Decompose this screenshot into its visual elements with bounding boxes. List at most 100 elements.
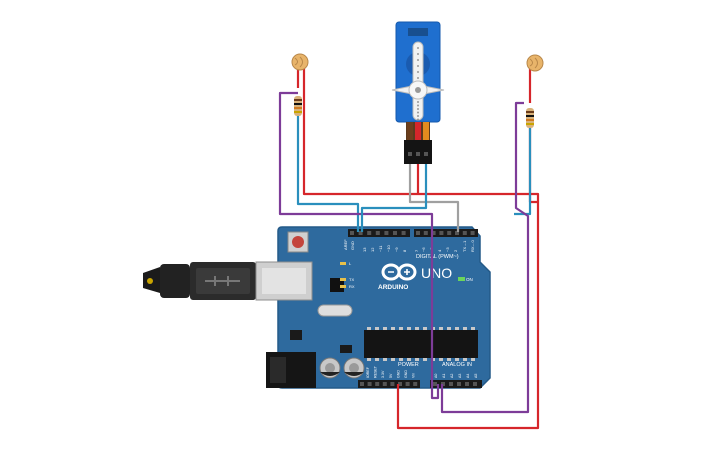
arduino-logo-icon (381, 263, 417, 281)
pin-hole[interactable] (360, 382, 364, 386)
power-pin-label: IOREF (366, 366, 370, 378)
wire-blue-right (514, 128, 532, 216)
digital-pin-label: 13 (362, 247, 367, 252)
pin-hole[interactable] (462, 231, 467, 235)
analog-header-label: ANALOG IN (442, 362, 472, 368)
power-led (458, 277, 465, 281)
gnd-label: GND (350, 241, 355, 250)
digital-pin-label: ~10 (386, 244, 391, 252)
pin-hole[interactable] (401, 231, 406, 235)
pin-hole[interactable] (405, 382, 410, 386)
capacitor-1 (319, 357, 341, 379)
power-pin-label: RESET (374, 365, 378, 378)
pin-hole[interactable] (465, 382, 469, 386)
digital-header-right (414, 229, 478, 237)
pin-hole[interactable] (390, 382, 395, 386)
analog-pin-label: A3 (458, 374, 462, 378)
pin-hole[interactable] (398, 382, 402, 386)
rx-led (340, 285, 346, 288)
resistor-left (294, 96, 302, 116)
model-label: UNO (421, 265, 452, 281)
wire-blue-gnd-left (296, 113, 360, 232)
l-led (340, 262, 346, 265)
power-pin-label: 5V (389, 373, 393, 378)
pin-hole[interactable] (423, 231, 428, 235)
pin-hole[interactable] (431, 231, 436, 235)
servo-horn[interactable] (391, 41, 445, 121)
analog-pin-label: A0 (434, 374, 438, 378)
power-pin-label: GND (396, 370, 400, 378)
reset-button-cap[interactable] (292, 236, 304, 248)
power-pin-label: GND (404, 370, 408, 378)
capacitor-2 (343, 357, 365, 379)
pin-hole[interactable] (350, 231, 354, 235)
pin-hole[interactable] (367, 231, 372, 235)
on-label: ON (466, 277, 473, 282)
power-pin-label: Vin (412, 373, 416, 378)
digital-pin-label: 8 (402, 249, 407, 252)
photoresistor-left (291, 53, 309, 71)
pin-hole[interactable] (384, 231, 389, 235)
pin-hole[interactable] (375, 382, 380, 386)
servo-motor (391, 21, 445, 164)
digital-pin-label: 2 (453, 249, 458, 252)
brand-label: ARDUINO (378, 284, 408, 291)
analog-pin-label: A2 (450, 374, 454, 378)
wire-purple-a1 (440, 101, 530, 414)
photoresistor-right (526, 54, 544, 72)
power-header (358, 380, 420, 388)
wire-blue-servo (360, 164, 428, 232)
pin-hole[interactable] (455, 231, 459, 235)
pin-hole[interactable] (375, 231, 380, 235)
power-pin-label: 3.3V (381, 370, 385, 378)
chip-pins (367, 327, 475, 361)
digital-pin-label: ~9 (394, 247, 399, 252)
usb-symbol-icon (205, 276, 240, 286)
power-header-label: POWER (398, 362, 419, 368)
pin-hole[interactable] (470, 231, 475, 235)
usb-cable (143, 262, 256, 300)
digital-pin-label: ~11 (378, 245, 383, 252)
digital-pin-label: TX→1 (462, 240, 467, 252)
tx-led-label: TX (349, 277, 354, 282)
pin-hole[interactable] (473, 382, 477, 386)
digital-pin-label: 12 (370, 247, 375, 252)
analog-pin-label: A4 (466, 374, 470, 378)
digital-pin-label: 7 (414, 249, 419, 252)
digital-pin-label: 4 (437, 249, 442, 252)
resistor-right (526, 108, 534, 128)
usb-plug-body (160, 264, 190, 298)
digital-pin-label: ~3 (445, 247, 450, 252)
pin-hole[interactable] (433, 382, 437, 386)
aref-label: AREF (343, 239, 348, 250)
rx-led-label: RX (349, 284, 355, 289)
usb-controller-chip (330, 278, 344, 292)
pin-hole[interactable] (447, 231, 452, 235)
pin-hole[interactable] (413, 382, 418, 386)
wire-purple-a0 (278, 91, 440, 400)
pin-hole[interactable] (416, 231, 420, 235)
l-led-label: L (349, 261, 352, 266)
pin-hole[interactable] (449, 382, 453, 386)
digital-pin-label: RX←0 (470, 239, 475, 252)
pin-hole[interactable] (457, 382, 461, 386)
wire-red-right (528, 128, 538, 204)
digital-pin-label: ~6 (421, 247, 426, 252)
wire-red-5v (302, 66, 540, 430)
voltage-regulator (290, 330, 302, 340)
pin-hole[interactable] (393, 231, 397, 235)
pin-hole[interactable] (358, 231, 363, 235)
analog-pin-label: A5 (474, 374, 478, 378)
pin-hole[interactable] (382, 382, 387, 386)
digital-pin-holes (350, 231, 475, 235)
crystal-oscillator (317, 304, 353, 317)
pin-hole[interactable] (367, 382, 372, 386)
analog-pin-label: A1 (442, 374, 446, 378)
tx-led (340, 278, 346, 281)
pin-hole[interactable] (439, 231, 444, 235)
atmega-chip (364, 330, 478, 358)
analog-pin-labels: A0 A1 A2 A3 A4 A5 (434, 374, 478, 378)
